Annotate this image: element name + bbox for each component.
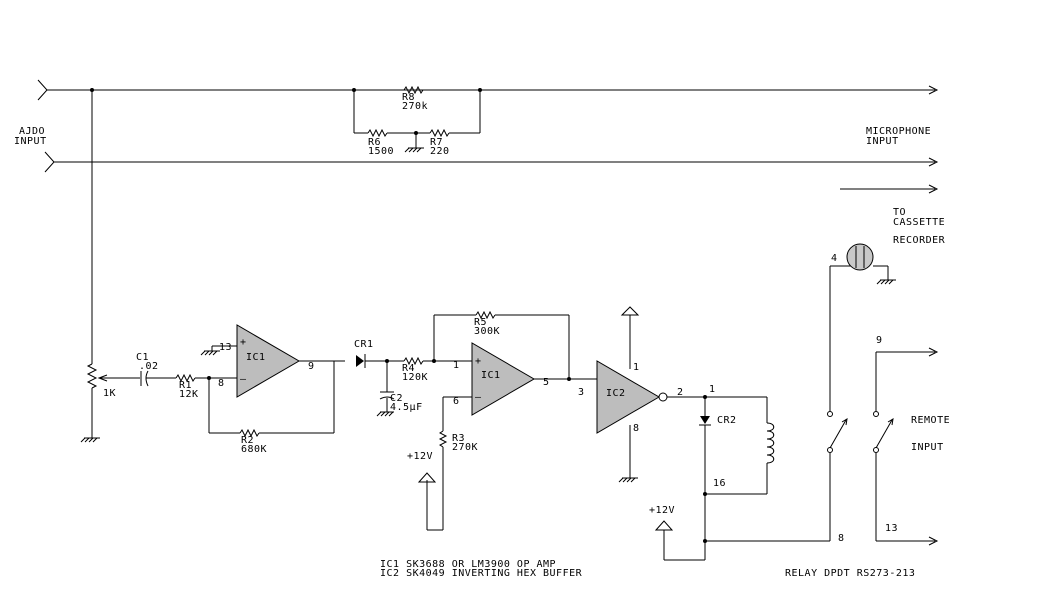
relay-switch-a: [827, 243, 896, 541]
ic2-ref: IC2: [606, 388, 626, 399]
cassette-label-1: TO: [893, 207, 906, 218]
microphone-input-line: [44, 151, 939, 173]
microphone-input-label-2: INPUT: [866, 136, 899, 147]
ic2-pin-2: 2: [677, 387, 684, 398]
relay-pin-13: 13: [885, 523, 898, 534]
ic1a-pin-8: 8: [218, 378, 225, 389]
r7-value: 220: [430, 146, 450, 157]
pot-value-label: 1K: [103, 388, 116, 399]
r3-value: 270K: [452, 442, 478, 453]
ic1-opamp-a: [200, 324, 345, 398]
ic1a-ref: IC1: [246, 352, 266, 363]
r6-ref: R6: [368, 137, 381, 148]
note-ic1: IC1 SK3688 OR LM3900 OP AMP: [380, 559, 556, 570]
c2-value: 4.5µF: [390, 402, 423, 413]
microphone-input-label: MICROPHONE: [866, 126, 931, 137]
r6-value: 1500: [368, 146, 394, 157]
ic2-pin-1: 1: [633, 362, 640, 373]
ic1b-minus: –: [475, 392, 482, 403]
r4-ref: R4: [402, 363, 415, 374]
cr1-ref: CR1: [354, 339, 374, 350]
ic1a-plus: +: [240, 337, 247, 348]
ic1a-minus: –: [240, 374, 247, 385]
cassette-label-3: RECORDER: [893, 235, 946, 246]
plus12v-label-b: +12V: [649, 505, 675, 516]
r1-value: 12K: [179, 389, 199, 400]
r5-value: 300K: [474, 326, 500, 337]
c1-ref: C1: [136, 352, 149, 363]
relay-pin-8: 8: [838, 533, 845, 544]
remote-input-label-1: REMOTE: [911, 415, 950, 426]
c1-value: .02: [139, 361, 159, 372]
ic1b-pin-6: 6: [453, 396, 460, 407]
audio-input-label: AJDO: [19, 126, 45, 137]
ic1a-pin-9: 9: [308, 361, 315, 372]
ic2-pin-3: 3: [578, 387, 585, 398]
c1-r1-input: [140, 361, 335, 438]
cassette-output-line: [840, 184, 939, 194]
note-relay: RELAY DPDT RS273-213: [785, 568, 915, 579]
relay-pin-16: 16: [713, 478, 726, 489]
r3-ref: R3: [452, 433, 465, 444]
relay-coil-cr2: [654, 395, 830, 561]
ic1b-ref: IC1: [481, 370, 501, 381]
r1-ref: R1: [179, 380, 192, 391]
r7-ref: R7: [430, 137, 443, 148]
audio-input-line: [37, 79, 939, 101]
ic2-pin-8: 8: [633, 423, 640, 434]
r8-ref: R8: [402, 92, 415, 103]
potentiometer-1k: [80, 88, 140, 443]
ic1b-pin-1: 1: [453, 360, 460, 371]
relay-pin-1: 1: [709, 384, 716, 395]
r2-value: 680K: [241, 444, 267, 455]
plus12v-label-a: +12V: [407, 451, 433, 462]
relay-switch-b: [873, 347, 939, 546]
c2-ref: C2: [390, 393, 403, 404]
r2-ref: R2: [241, 435, 254, 446]
ic2-buffer: [596, 306, 767, 483]
relay-pin-4: 4: [831, 253, 838, 264]
ic1a-pin-13: 13: [219, 342, 232, 353]
audio-input-label-2: INPUT: [14, 136, 47, 147]
ic1b-pin-5: 5: [543, 377, 550, 388]
r4-value: 120K: [402, 372, 428, 383]
cassette-label-2: CASSETTE: [893, 217, 945, 228]
cr2-ref: CR2: [717, 415, 737, 426]
ic1b-plus: +: [475, 356, 482, 367]
resistor-network: [352, 85, 482, 153]
remote-input-label-2: INPUT: [911, 442, 944, 453]
r8-value: 270k: [402, 101, 428, 112]
note-ic2: IC2 SK4049 INVERTING HEX BUFFER: [380, 568, 583, 579]
relay-pin-9: 9: [876, 335, 883, 346]
r5-ref: R5: [474, 317, 487, 328]
cr1-r4-c2: [356, 310, 570, 417]
ic1-opamp-b: [417, 342, 597, 531]
